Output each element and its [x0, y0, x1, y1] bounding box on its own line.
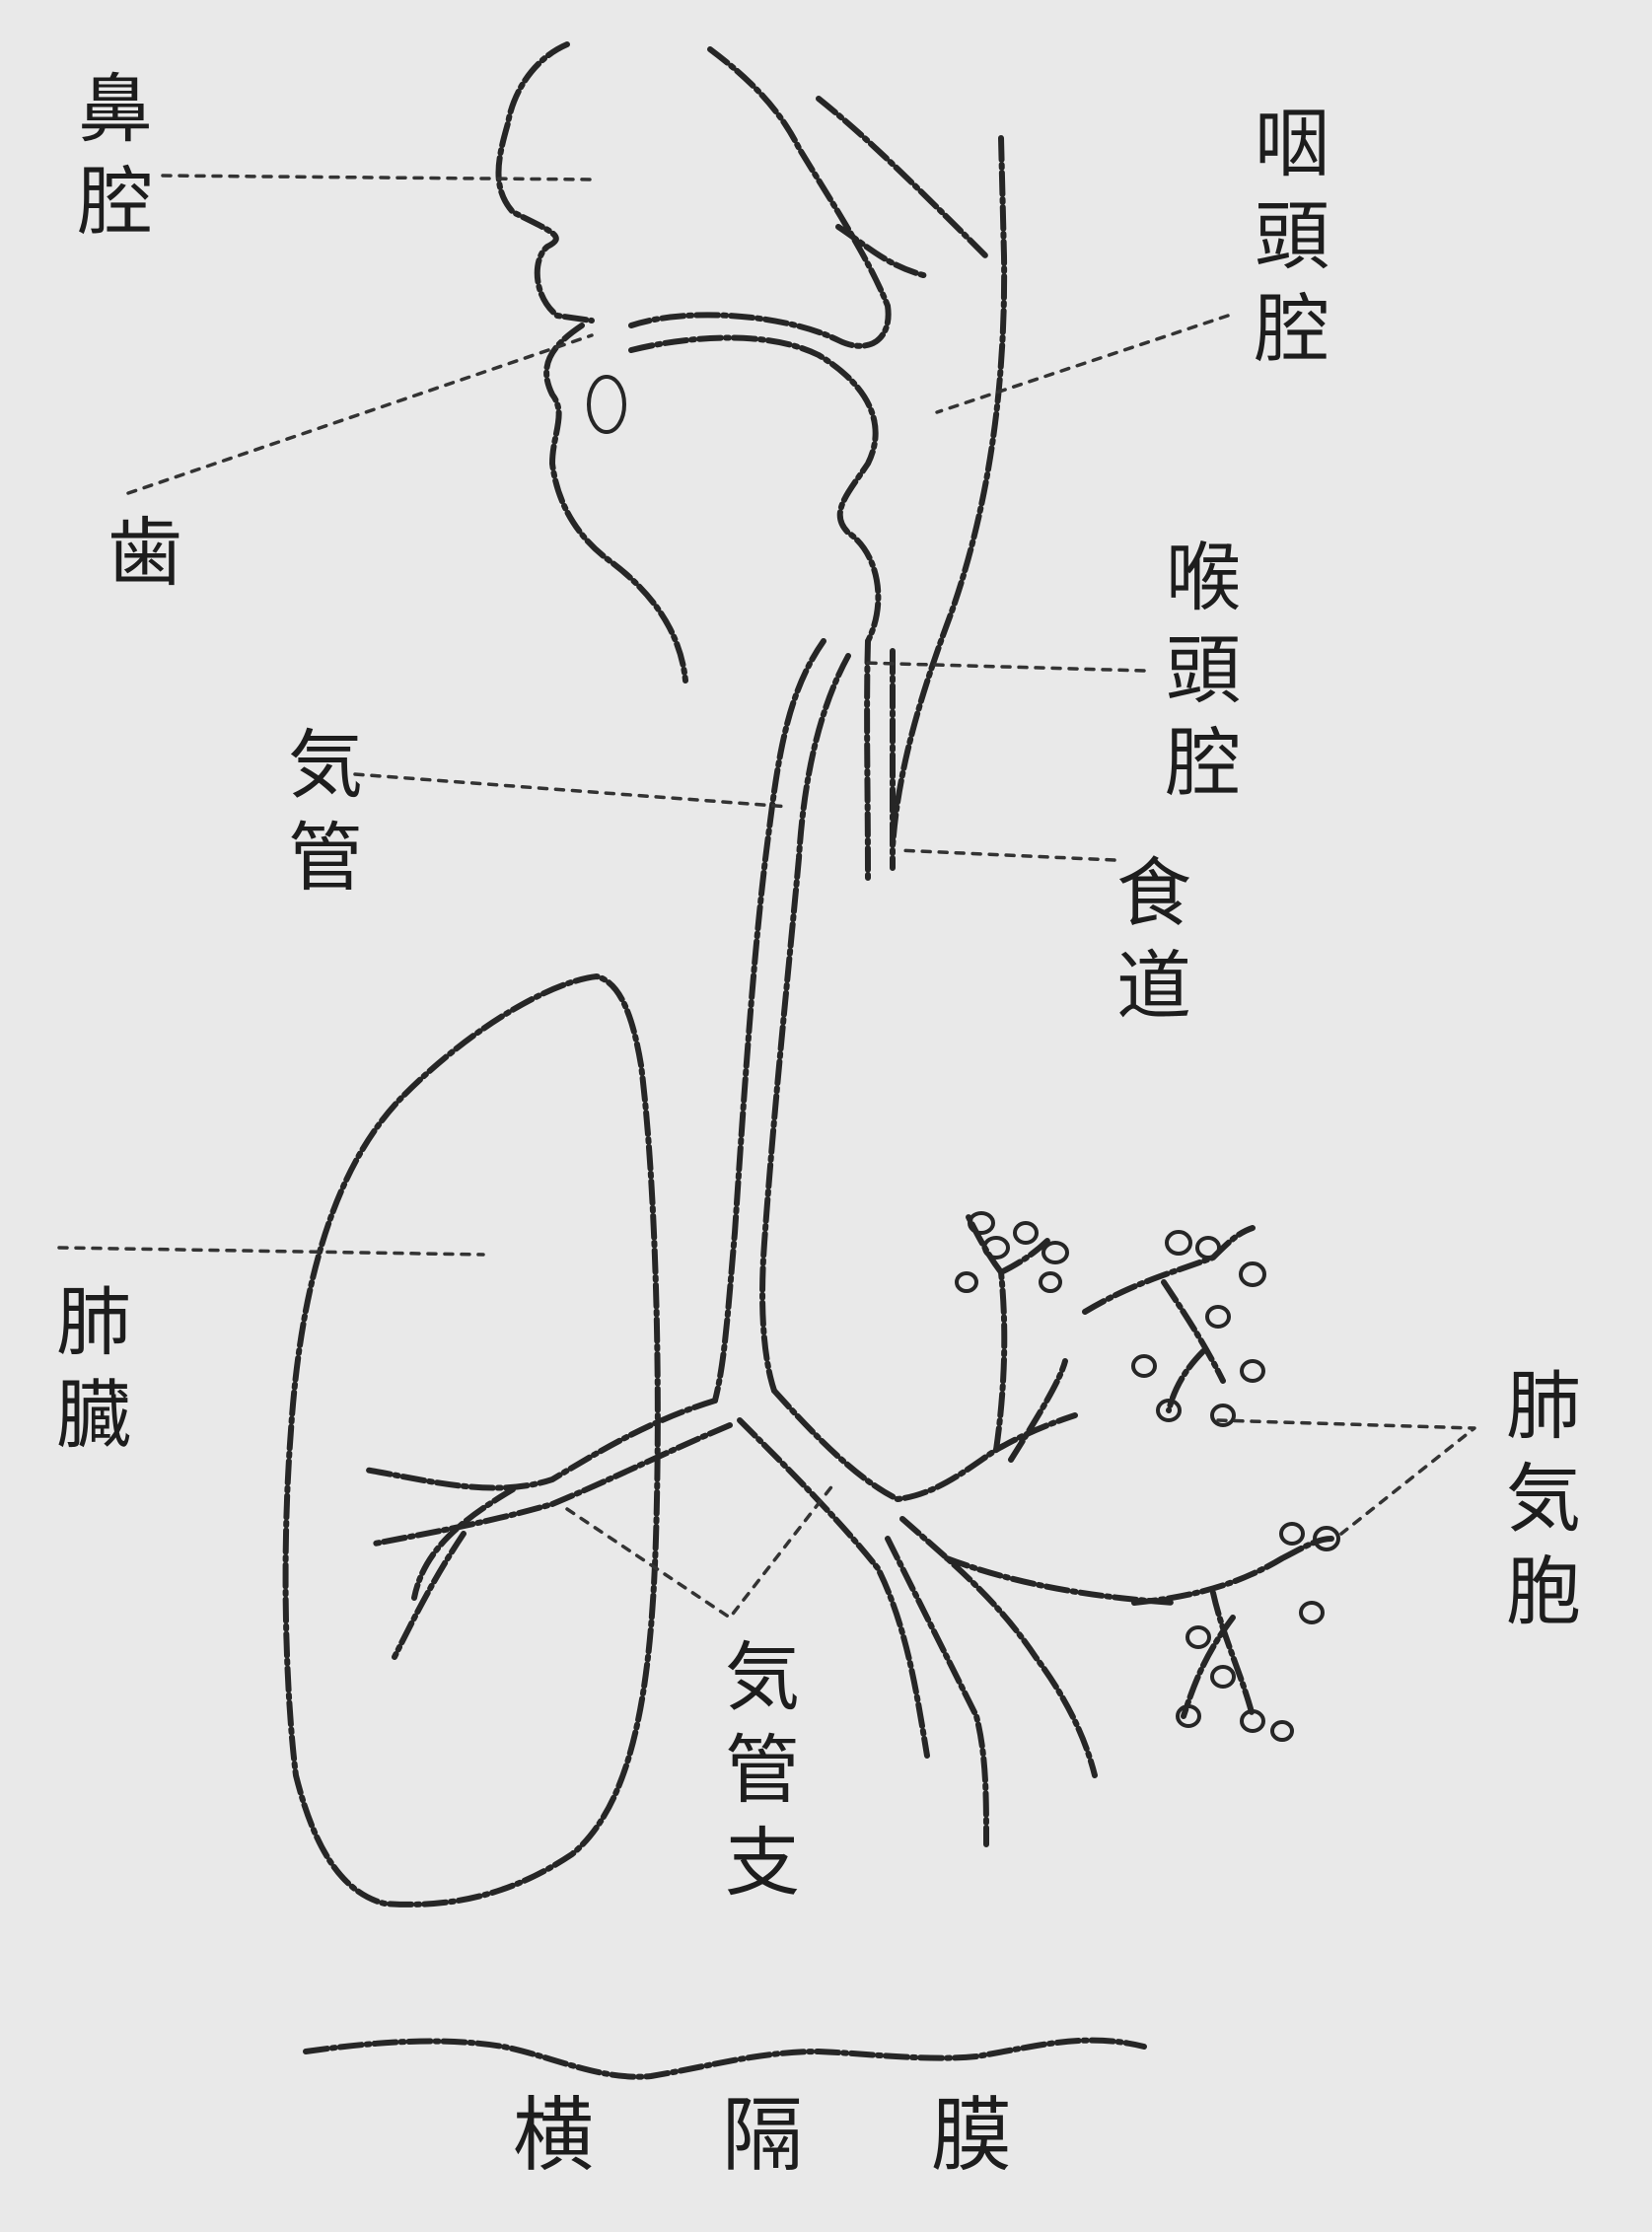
label-pharyngeal-cavity: 咽頭腔 — [1248, 104, 1323, 382]
leader-laryngeal-cavity — [863, 663, 1144, 671]
leader-pharyngeal-cavity — [937, 316, 1228, 412]
tongue — [631, 338, 878, 642]
leader-trachea — [355, 774, 789, 807]
leader-esophagus — [898, 850, 1114, 860]
esophagus-line-1 — [867, 641, 868, 878]
label-nasal-cavity: 鼻腔 — [71, 69, 146, 254]
label-diaphragm: 横隔膜 — [513, 2096, 1140, 2177]
leader-nasal-cavity — [163, 176, 592, 180]
soft-palate — [838, 227, 927, 276]
label-lung: 肺臓 — [49, 1282, 124, 1468]
leader-teeth — [128, 335, 592, 493]
bronchioles-lower — [1134, 1539, 1331, 1716]
label-trachea: 気管 — [281, 725, 356, 910]
trachea-right — [762, 656, 848, 1391]
alveoli-clusters — [957, 1213, 1338, 1740]
label-esophagus: 食道 — [1110, 853, 1185, 1039]
diaphragm-line — [306, 2041, 1144, 2077]
bronchus-right-lower — [740, 1420, 1174, 1844]
leader-bronchus — [567, 1484, 833, 1618]
label-laryngeal-cavity: 喉頭腔 — [1159, 538, 1234, 816]
bronchus-left — [365, 1401, 730, 1544]
lung-outline — [286, 976, 658, 1905]
label-bronchus: 気管支 — [718, 1637, 793, 1915]
leader-lung — [59, 1248, 483, 1255]
bronchus-right — [774, 1391, 1075, 1499]
trachea-left — [715, 641, 824, 1401]
label-alveoli: 肺気胞 — [1499, 1366, 1574, 1644]
pharynx-wall — [893, 138, 1004, 848]
palate — [631, 49, 889, 346]
label-teeth: 歯 — [101, 513, 176, 606]
leader-alveoli — [1218, 1420, 1474, 1534]
face-profile — [498, 44, 685, 681]
bronchus-left-twig — [395, 1489, 513, 1657]
teeth-mark — [589, 377, 624, 432]
